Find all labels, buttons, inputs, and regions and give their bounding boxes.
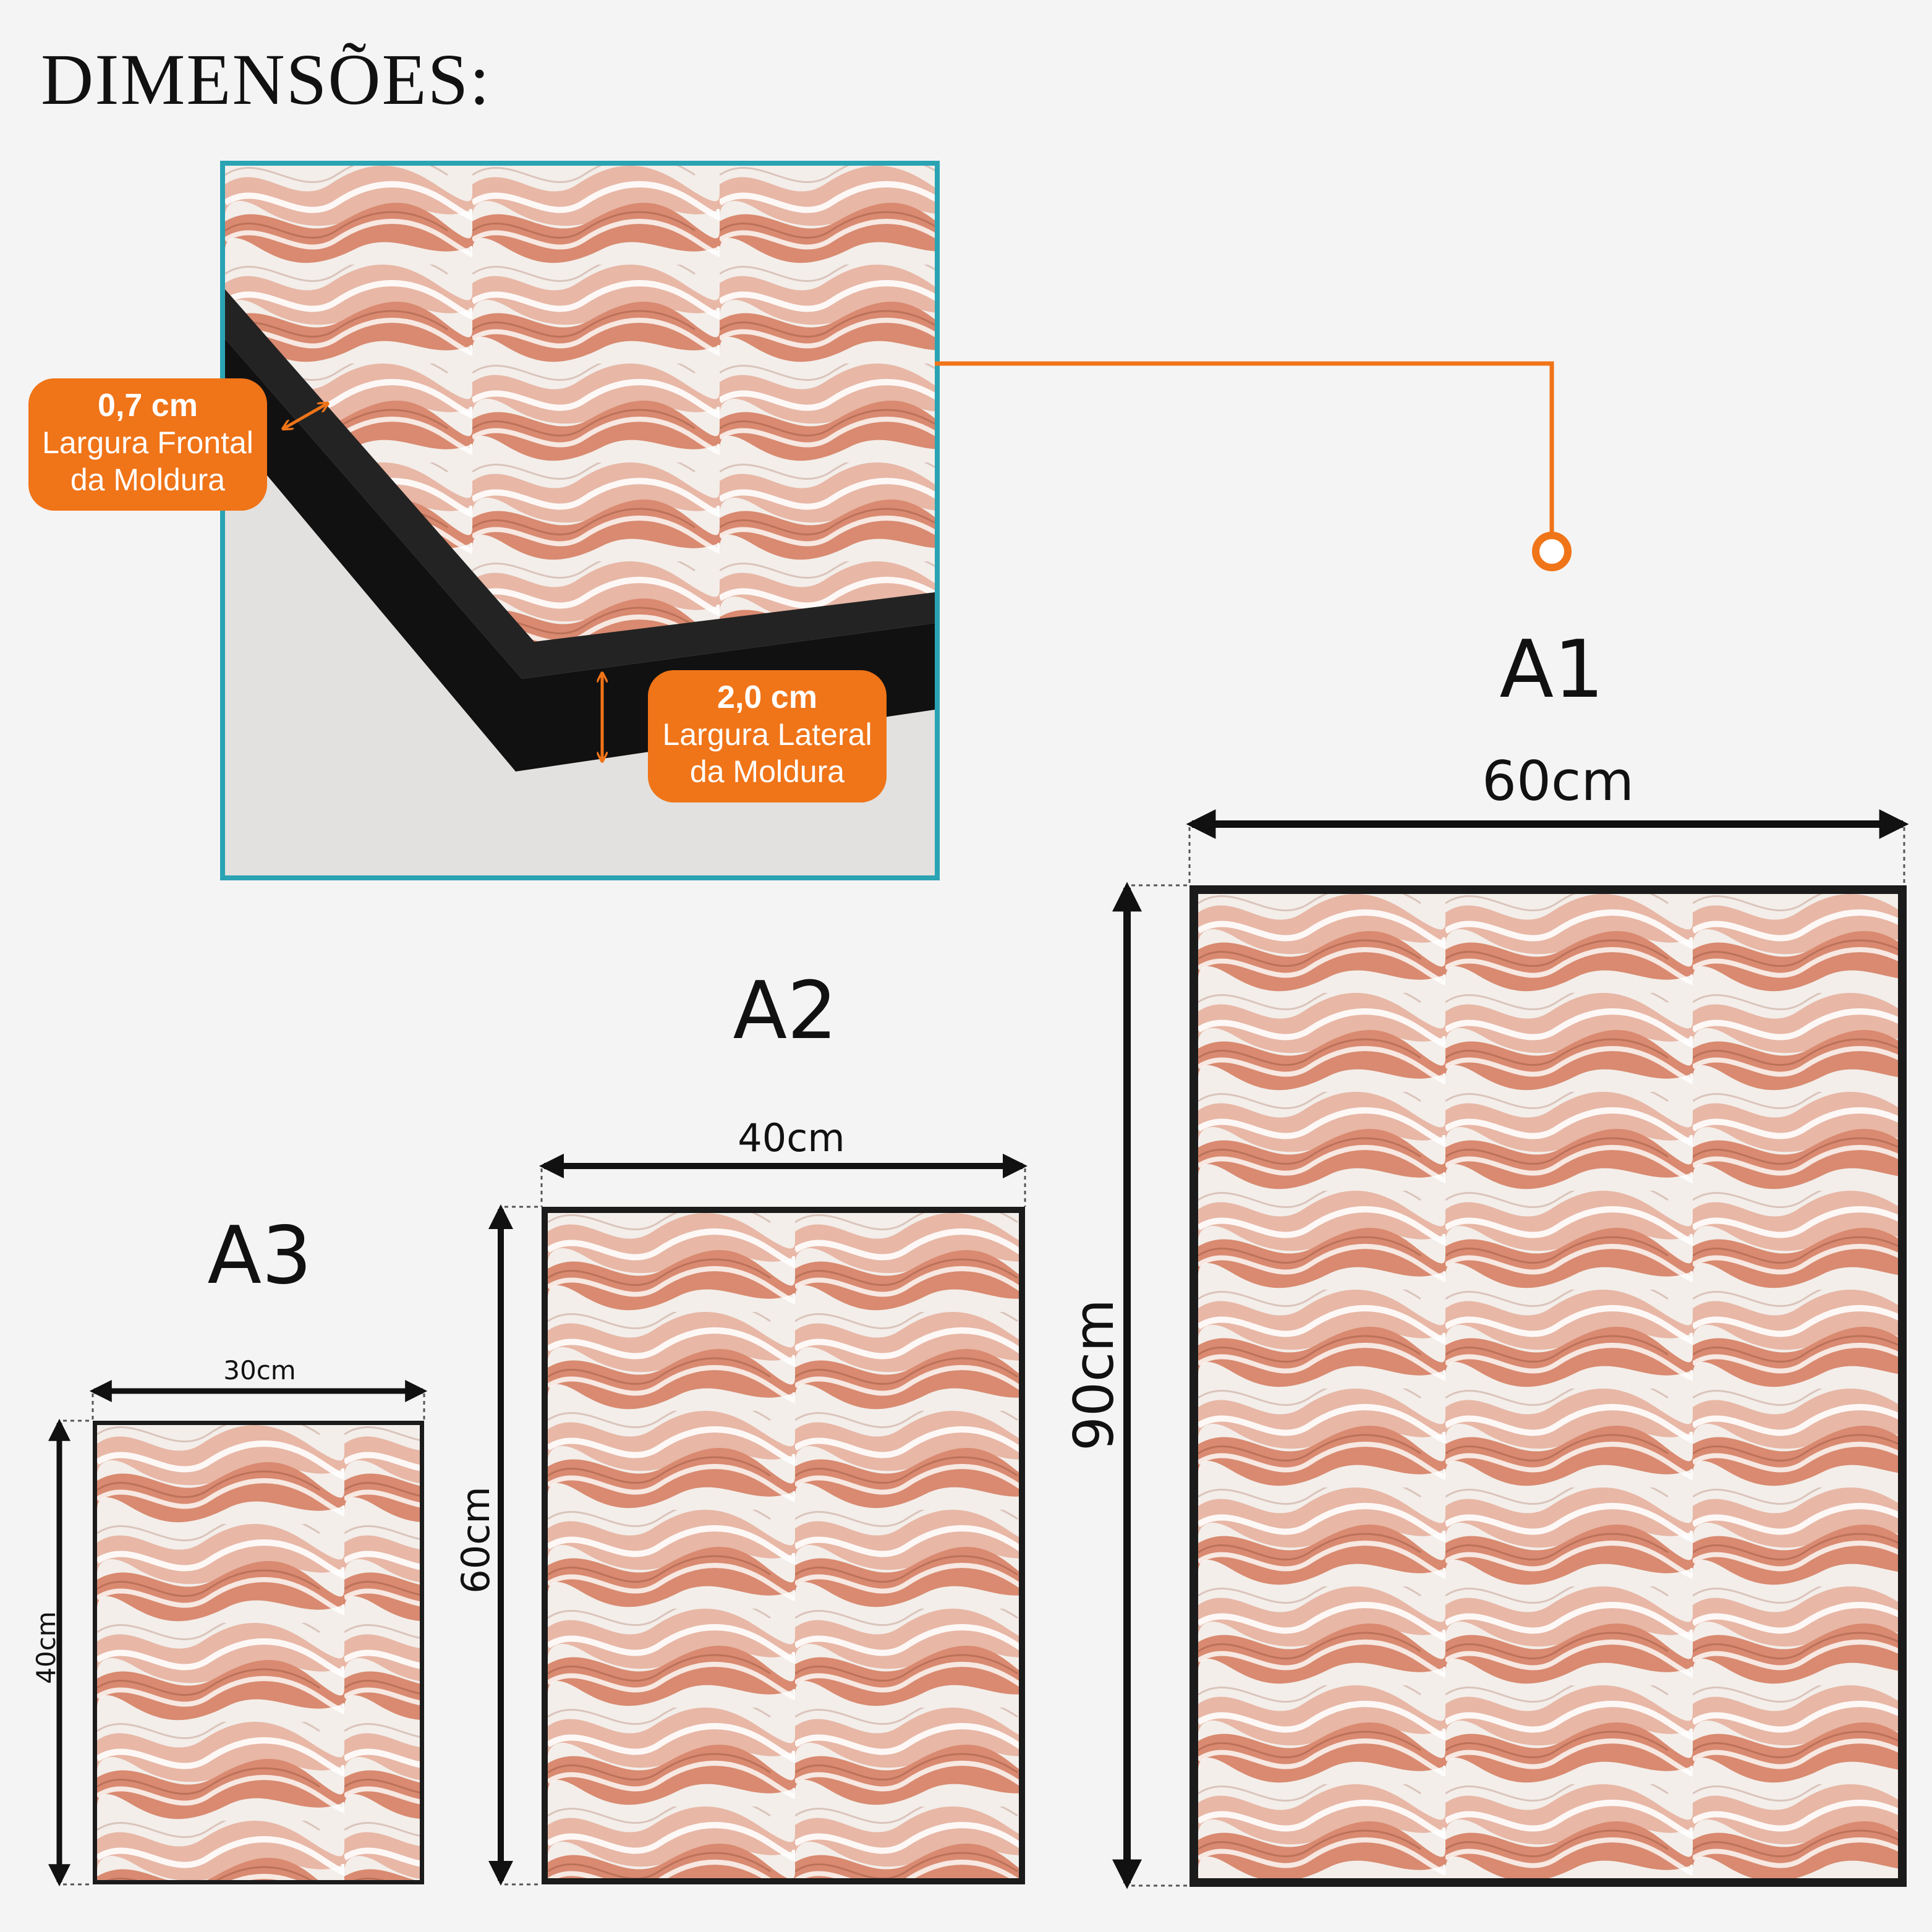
front-width-line1: Largura Frontal (42, 425, 253, 460)
size-a1-frame (1189, 885, 1907, 1887)
side-width-line1: Largura Lateral (662, 717, 872, 752)
size-a2-height: 60cm (453, 1486, 498, 1594)
size-a3-frame (93, 1421, 424, 1884)
side-width-value: 2,0 cm (717, 679, 817, 715)
side-width-badge: 2,0 cm Largura Lateral da Moldura (648, 670, 887, 802)
front-width-badge: 0,7 cm Largura Frontal da Moldura (28, 378, 267, 511)
size-a3-height: 40cm (31, 1611, 61, 1684)
size-a1-name: A1 (1499, 624, 1604, 716)
side-width-line2: da Moldura (689, 754, 845, 789)
size-a3-width: 30cm (223, 1355, 296, 1385)
size-a3-artwork (97, 1425, 420, 1880)
size-a2-width: 40cm (738, 1115, 845, 1160)
size-a2-frame (542, 1207, 1025, 1884)
size-a2-artwork (548, 1213, 1019, 1878)
front-width-value: 0,7 cm (98, 388, 198, 423)
connector-dot (1532, 532, 1572, 571)
size-a2-name: A2 (733, 965, 838, 1057)
page-title: DIMENSÕES: (41, 39, 492, 120)
connector-line (935, 361, 1554, 544)
size-a1-width: 60cm (1481, 749, 1635, 813)
front-width-line2: da Moldura (70, 462, 226, 497)
size-a1-height: 90cm (1062, 1298, 1126, 1452)
size-a3-name: A3 (207, 1210, 312, 1302)
size-a1-artwork (1198, 894, 1898, 1878)
